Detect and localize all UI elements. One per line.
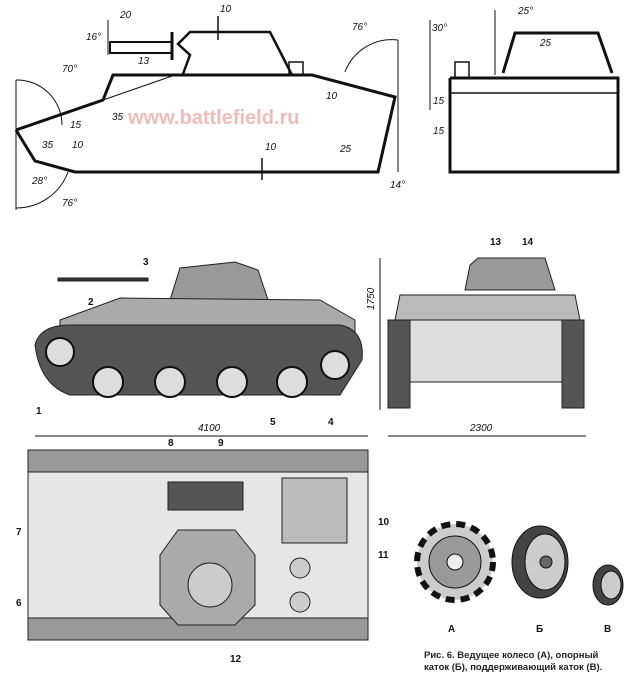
turret-outline: [176, 30, 294, 76]
label: 35: [112, 112, 124, 123]
callout: 3: [143, 257, 149, 268]
label: 25°: [517, 6, 533, 17]
tank-side-drawing: [34, 261, 363, 398]
wheel-label: А: [448, 624, 455, 635]
callout: 4: [328, 417, 334, 428]
dimension-width: 2300: [469, 423, 493, 434]
callout: 7: [16, 527, 22, 538]
callout: 8: [168, 438, 174, 449]
callout: 14: [522, 237, 534, 248]
label: 10: [72, 140, 84, 151]
caption-line: Рис. 6. Ведущее колесо (А), опорный: [424, 650, 599, 661]
label: 76°: [62, 198, 77, 209]
tank-top-drawing: [27, 449, 369, 641]
label: 15: [70, 120, 82, 131]
road-wheel: [511, 525, 569, 599]
dimension-length: 4100: [198, 423, 221, 434]
armor-side-view: [14, 16, 399, 210]
label: 35: [42, 140, 54, 151]
armor-front-labels: 25° 25 30° 15 15: [432, 6, 552, 137]
callout: 11: [378, 550, 389, 561]
callout: 1: [36, 406, 42, 417]
wheel-label: Б: [536, 624, 543, 635]
armor-front-view: [429, 10, 620, 174]
label: 25: [539, 38, 552, 49]
callout: 13: [490, 237, 502, 248]
return-roller: [592, 564, 624, 606]
label: 76°: [352, 22, 367, 33]
label: 15: [433, 126, 445, 137]
label: 28°: [31, 176, 47, 187]
callout: 6: [16, 598, 22, 609]
gun: [109, 41, 173, 54]
wheel-label: В: [604, 624, 611, 635]
callout: 2: [88, 297, 94, 308]
callout: 12: [230, 654, 242, 665]
label: 25: [339, 144, 352, 155]
caption-line: каток (Б), поддерживающий каток (В).: [424, 662, 603, 673]
figure-caption: Рис. 6. Ведущее колесо (А), опорный като…: [424, 650, 636, 674]
hull-outline: [14, 73, 397, 174]
label: 10: [265, 142, 277, 153]
label: 16°: [86, 32, 101, 43]
dimension-lines: [35, 258, 586, 437]
label: 10: [326, 91, 338, 102]
label: 14°: [390, 180, 405, 191]
tank-front-drawing: [387, 257, 585, 409]
dimension-height: 1750: [366, 287, 377, 310]
callouts: 1 2 3 4 5 6 7 8 9 10 11 12 13 14: [16, 237, 534, 665]
label: 15: [433, 96, 445, 107]
label: 30°: [432, 23, 447, 34]
label: 20: [119, 10, 132, 21]
drive-wheel: [414, 521, 496, 603]
callout: 10: [378, 517, 390, 528]
label: 10: [220, 4, 232, 15]
callout: 5: [270, 417, 276, 428]
label: 13: [138, 56, 150, 67]
watermark: www.battlefield.ru: [127, 107, 300, 129]
callout: 9: [218, 438, 224, 449]
armor-side-labels: 20 10 16° 70° 13 15 35 76° 10 35 10 10 2…: [31, 4, 405, 209]
label: 70°: [62, 64, 77, 75]
